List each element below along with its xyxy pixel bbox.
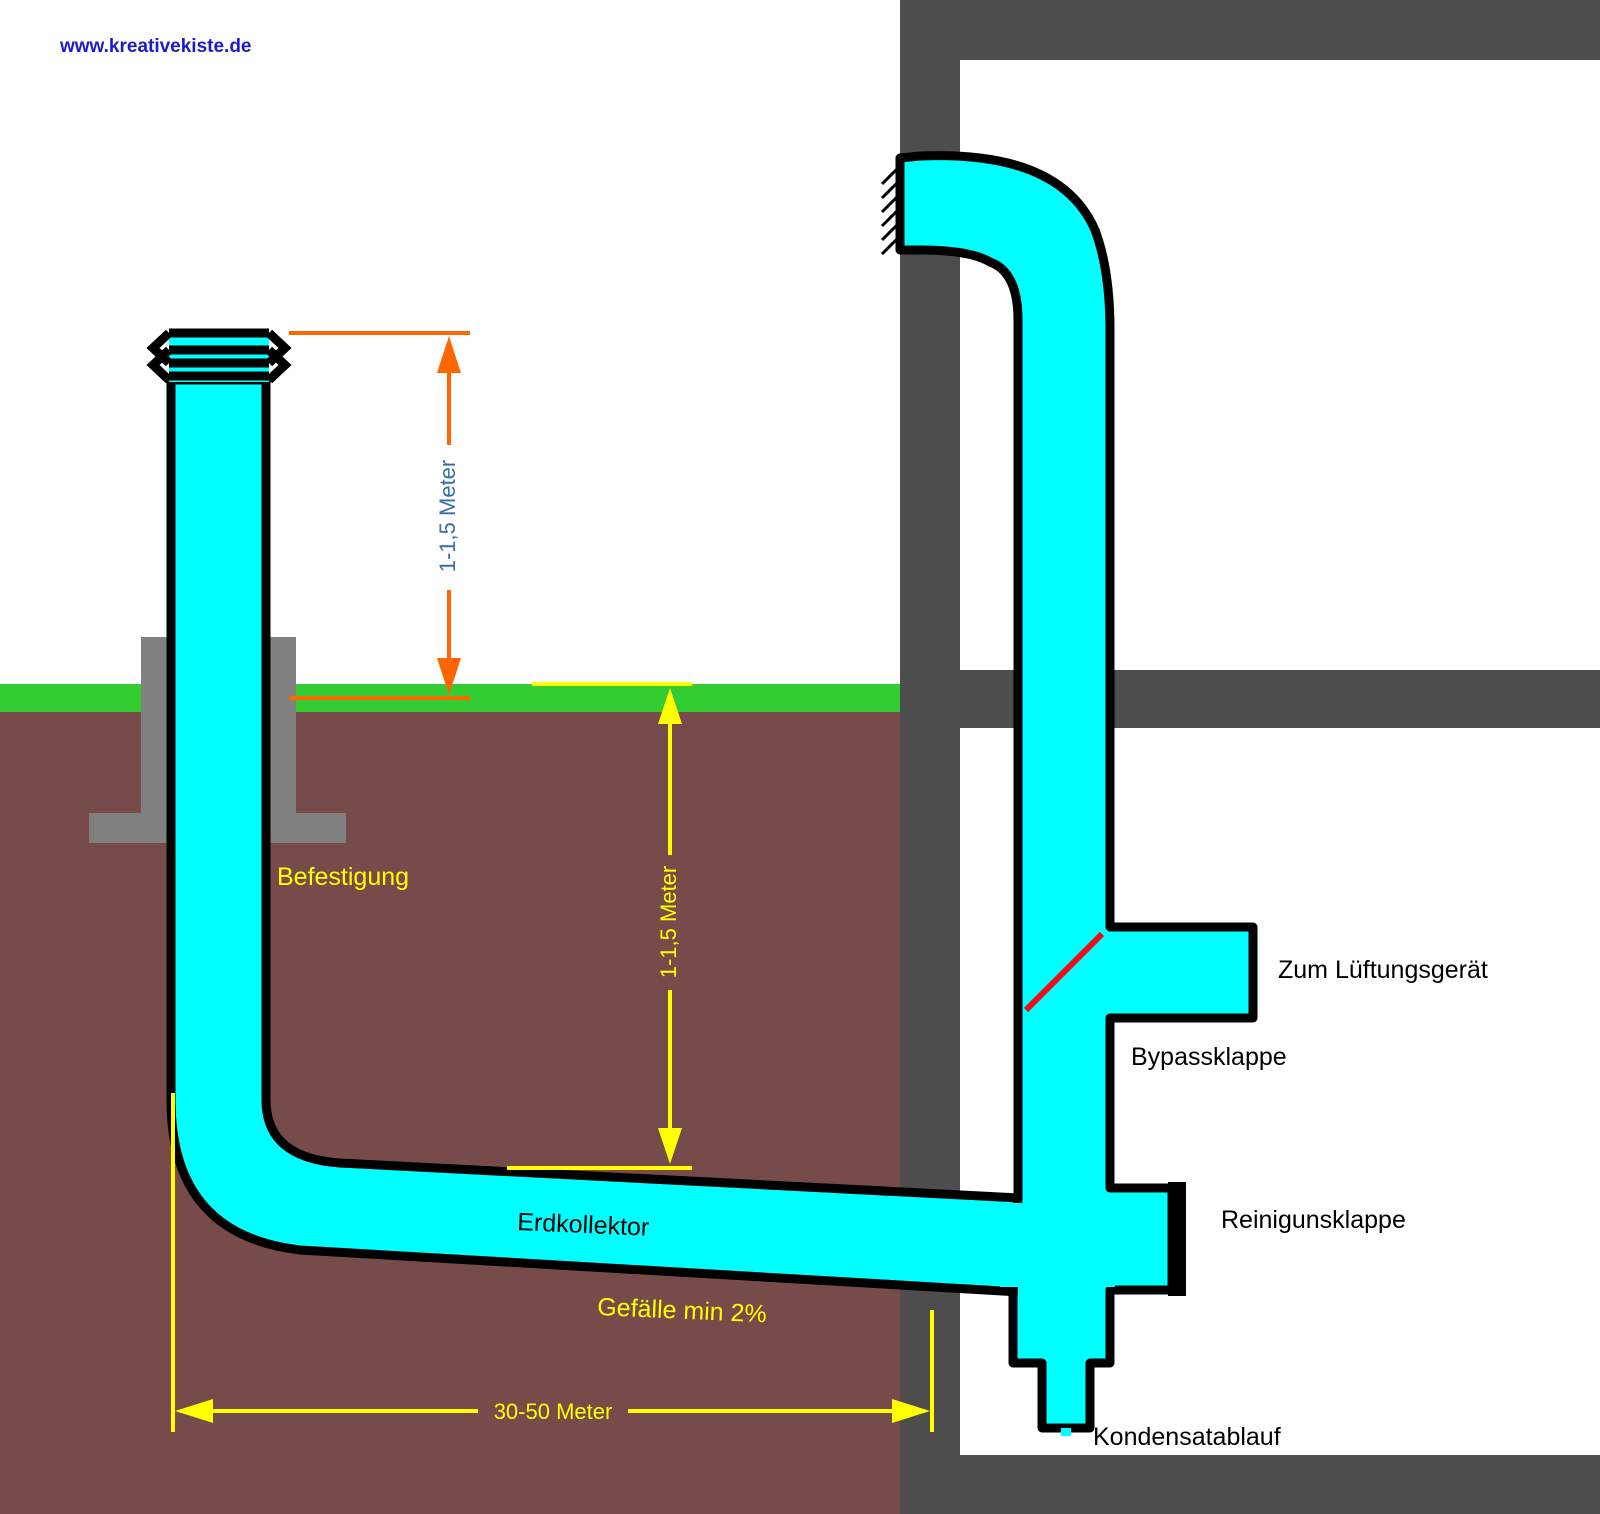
pipe-junction	[1000, 1203, 1115, 1287]
height-dimension-label: 1-1,5 Meter	[435, 460, 460, 573]
condensate-label: Kondensatablauf	[1093, 1423, 1281, 1451]
cleaning-flap-plate	[1168, 1182, 1186, 1296]
to-ventilation-label: Zum Lüftungsgerät	[1278, 956, 1488, 984]
mounting-label: Befestigung	[277, 863, 409, 891]
length-dimension	[171, 1093, 934, 1432]
mounting-bracket	[89, 637, 346, 843]
depth-dimension-label: 1-1,5 Meter	[656, 866, 681, 979]
collector-label: Erdkollektor	[517, 1208, 650, 1242]
building-riser-pipe	[880, 151, 1258, 1433]
intake-hood	[146, 328, 292, 384]
height-dimension	[289, 331, 470, 700]
site-url[interactable]: www.kreativekiste.de	[60, 36, 252, 57]
length-dimension-label: 30-50 Meter	[494, 1399, 613, 1424]
bypass-flap	[1023, 931, 1105, 1013]
soil	[0, 710, 902, 1514]
condensate-drain	[1061, 1428, 1071, 1436]
cleaning-flap-label: Reinigunsklappe	[1221, 1206, 1406, 1234]
bypass-label: Bypassklappe	[1131, 1043, 1287, 1071]
intake-pipe	[166, 375, 1025, 1297]
depth-dimension	[507, 682, 692, 1170]
